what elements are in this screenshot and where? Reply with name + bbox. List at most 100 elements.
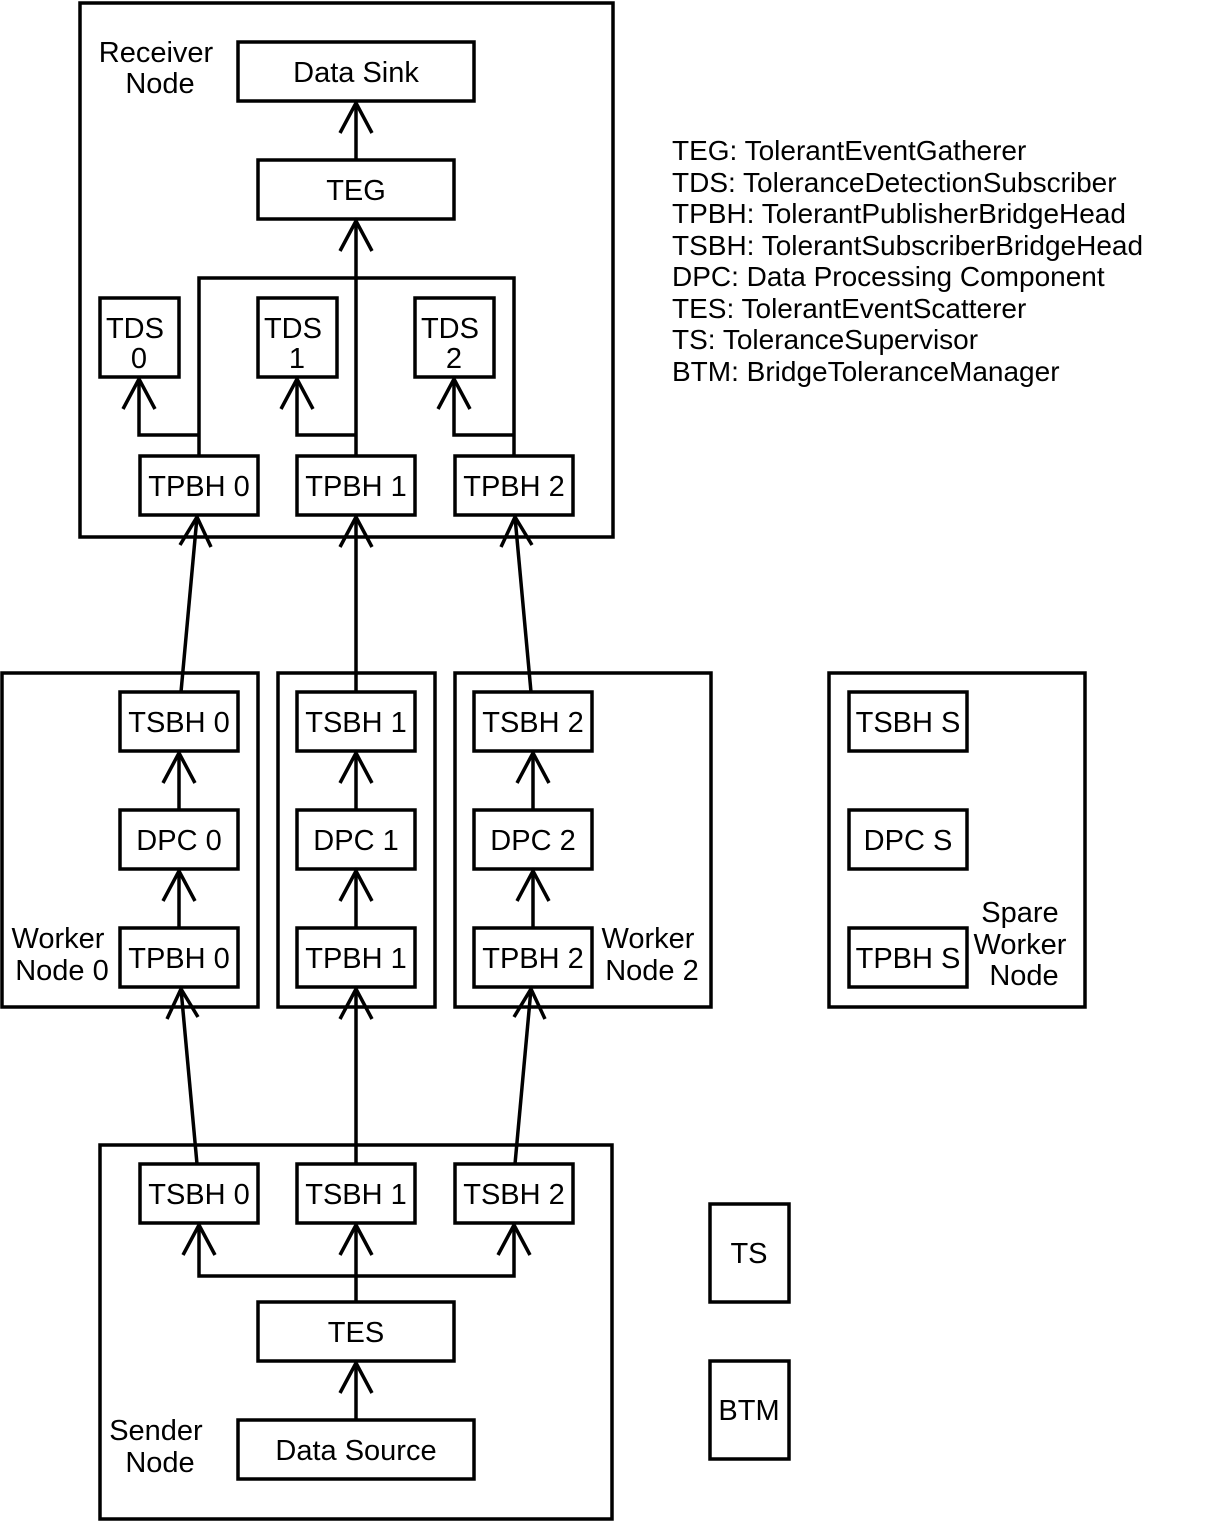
legend-entry-tds: TDS: ToleranceDetectionSubscriber bbox=[672, 167, 1117, 198]
worker-1-tpbh-arrowhead bbox=[338, 985, 374, 1020]
receiver-tpbh-box-1: TPBH 1 bbox=[295, 454, 417, 517]
teg-label: TEG bbox=[326, 175, 386, 207]
worker-node-1: TSBH 1 DPC 1 TPBH 1 bbox=[276, 671, 437, 1009]
sender-tsbh-0-arrowhead bbox=[181, 1221, 217, 1256]
tpbh-0-to-tds-0-connector bbox=[137, 379, 199, 437]
worker-0-tpbh-box: TPBH 0 bbox=[118, 926, 240, 989]
spare-worker-node-frame bbox=[827, 671, 1087, 1009]
ts-box: TS bbox=[708, 1202, 791, 1304]
worker-2-tsbh-box: TSBH 2 bbox=[472, 690, 594, 753]
worker-1-dpc-arrowhead bbox=[338, 867, 374, 902]
worker-1-tpbh-label: TPBH 1 bbox=[305, 943, 407, 975]
receiver-tpbh-box-2: TPBH 2 bbox=[453, 454, 575, 517]
spare-worker-node-label: Spare Worker Node bbox=[974, 897, 1075, 992]
spare-tpbh-label: TPBH S bbox=[856, 943, 961, 975]
sender-tsbh-box-0: TSBH 0 bbox=[138, 1162, 260, 1225]
tes-box: TES bbox=[256, 1300, 456, 1363]
worker-0-tsbh-label: TSBH 0 bbox=[128, 707, 230, 739]
sender-tsbh-1-arrowhead bbox=[338, 1221, 374, 1256]
sender-to-worker-0-link bbox=[179, 988, 199, 1165]
receiver-tpbh-2-label: TPBH 2 bbox=[463, 471, 565, 503]
sender-node-label: Sender Node bbox=[109, 1415, 211, 1479]
teg-arrowhead bbox=[338, 217, 374, 252]
tds-2-arrowhead bbox=[436, 375, 472, 410]
tpbh-2-to-tds-2-connector bbox=[452, 379, 514, 437]
worker-2-tpbh-arrowhead bbox=[512, 985, 547, 1020]
tds-1-label: TDS 1 bbox=[264, 313, 330, 375]
worker-2-dpc-arrowhead bbox=[515, 867, 551, 902]
spare-tpbh-box: TPBH S bbox=[847, 926, 969, 989]
worker-0-tsbh-arrowhead bbox=[161, 749, 197, 784]
spare-dpc-box: DPC S bbox=[847, 808, 969, 871]
worker-node-2-frame bbox=[453, 671, 713, 1009]
sender-tsbh-1-label: TSBH 1 bbox=[305, 1179, 407, 1211]
worker-0-to-receiver-tpbh-0-link bbox=[179, 516, 199, 693]
data-sink-box: Data Sink bbox=[236, 40, 476, 103]
sender-to-worker-2-link bbox=[513, 988, 533, 1165]
tds-box-1: TDS 1 bbox=[256, 296, 339, 379]
worker-2-tsbh-arrowhead bbox=[515, 749, 551, 784]
sender-tsbh-2-label: TSBH 2 bbox=[463, 1179, 565, 1211]
worker-2-tpbh-label: TPBH 2 bbox=[482, 943, 584, 975]
worker-node-2: TSBH 2 DPC 2 TPBH 2 Worker Node 2 bbox=[453, 671, 713, 1009]
receiver-node-label: Receiver Node bbox=[99, 37, 222, 100]
worker-1-tsbh-box: TSBH 1 bbox=[295, 690, 417, 753]
data-sink-arrowhead bbox=[338, 99, 374, 134]
legend-entry-btm: BTM: BridgeToleranceManager bbox=[672, 356, 1060, 387]
worker-0-tpbh-label: TPBH 0 bbox=[128, 943, 230, 975]
receiver-tpbh-1-label: TPBH 1 bbox=[305, 471, 407, 503]
legend-entry-tsbh: TSBH: TolerantSubscriberBridgeHead bbox=[672, 230, 1143, 261]
tds-0-arrowhead bbox=[121, 375, 157, 410]
worker-node-2-label: Worker Node 2 bbox=[602, 923, 703, 987]
worker-1-tsbh-label: TSBH 1 bbox=[305, 707, 407, 739]
tes-label: TES bbox=[328, 1317, 384, 1349]
sender-tsbh-2-arrowhead bbox=[496, 1221, 532, 1256]
worker-1-dpc-box: DPC 1 bbox=[295, 808, 417, 871]
worker-0-tsbh-box: TSBH 0 bbox=[118, 690, 240, 753]
worker-1-tsbh-arrowhead bbox=[338, 749, 374, 784]
data-source-label: Data Source bbox=[275, 1435, 436, 1467]
worker-node-0-frame bbox=[0, 671, 260, 1009]
tds-box-0: TDS 0 bbox=[98, 296, 181, 379]
data-sink-label: Data Sink bbox=[293, 57, 419, 89]
tes-arrowhead bbox=[338, 1359, 374, 1394]
worker-0-dpc-label: DPC 0 bbox=[136, 825, 221, 857]
receiver-tpbh-0-label: TPBH 0 bbox=[148, 471, 250, 503]
sender-tsbh-box-2: TSBH 2 bbox=[453, 1162, 575, 1225]
receiver-node: Receiver Node Data Sink TEG TDS 0 TDS 1 bbox=[78, 1, 615, 539]
legend-entry-ts: TS: ToleranceSupervisor bbox=[672, 324, 978, 355]
ts-label: TS bbox=[730, 1238, 767, 1270]
btm-box: BTM bbox=[708, 1359, 791, 1461]
data-source-box: Data Source bbox=[236, 1418, 476, 1481]
worker-0-dpc-arrowhead bbox=[161, 867, 197, 902]
tpbh-1-to-tds-1-connector bbox=[295, 379, 356, 437]
sender-tsbh-0-label: TSBH 0 bbox=[148, 1179, 250, 1211]
spare-tsbh-box: TSBH S bbox=[847, 690, 969, 753]
legend-entry-teg: TEG: TolerantEventGatherer bbox=[672, 135, 1026, 166]
sender-node-frame bbox=[98, 1143, 614, 1521]
worker-0-tpbh-arrowhead bbox=[165, 985, 200, 1020]
spare-dpc-label: DPC S bbox=[864, 825, 953, 857]
worker-0-dpc-box: DPC 0 bbox=[118, 808, 240, 871]
receiver-node-label-line-1: Receiver bbox=[99, 37, 214, 69]
legend-entry-dpc: DPC: Data Processing Component bbox=[672, 261, 1105, 292]
worker-2-tsbh-label: TSBH 2 bbox=[482, 707, 584, 739]
btm-label: BTM bbox=[718, 1395, 779, 1427]
abbreviation-legend: TEG: TolerantEventGatherer TDS: Toleranc… bbox=[672, 135, 1151, 387]
sender-tsbh-box-1: TSBH 1 bbox=[295, 1162, 417, 1225]
worker-node-0-label: Worker Node 0 bbox=[12, 923, 113, 987]
receiver-tpbh-box-0: TPBH 0 bbox=[138, 454, 260, 517]
tds-box-2: TDS 2 bbox=[413, 296, 496, 379]
worker-node-0: TSBH 0 DPC 0 TPBH 0 Worker Node 0 bbox=[0, 671, 260, 1009]
worker-2-dpc-box: DPC 2 bbox=[472, 808, 594, 871]
worker-2-dpc-label: DPC 2 bbox=[490, 825, 575, 857]
spare-tsbh-label: TSBH S bbox=[856, 707, 961, 739]
tds-0-label: TDS 0 bbox=[106, 313, 172, 375]
tes-fanout-bus-connector bbox=[197, 1225, 516, 1278]
worker-2-to-receiver-tpbh-2-link bbox=[513, 516, 533, 693]
receiver-tpbh-0-arrowhead bbox=[178, 513, 213, 548]
sender-node: TSBH 0 TSBH 1 TSBH 2 TES Data Source Sen… bbox=[98, 1143, 614, 1521]
spare-worker-node: TSBH S DPC S TPBH S Spare Worker Node bbox=[827, 671, 1087, 1009]
tds-2-label: TDS 2 bbox=[421, 313, 487, 375]
